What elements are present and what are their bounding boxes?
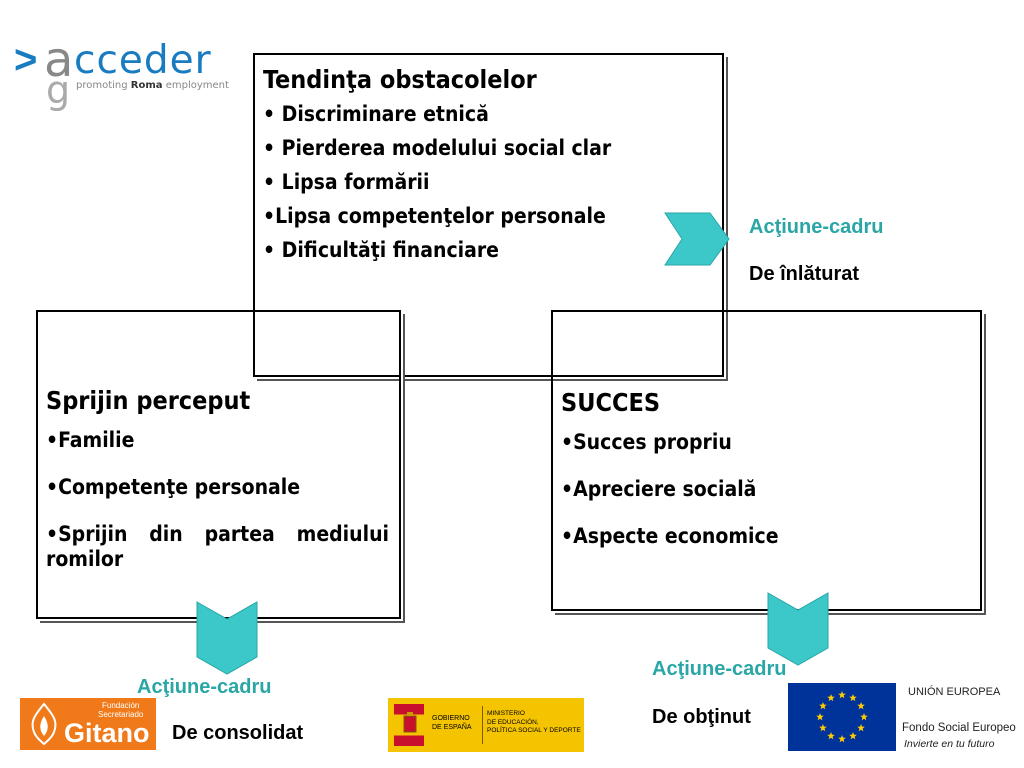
success-title: SUCCES xyxy=(561,388,661,417)
action-bottom-title: Acţiune-cadru xyxy=(652,658,787,680)
eu-star xyxy=(849,732,857,740)
arrow-right-icon xyxy=(664,212,730,266)
min-divider xyxy=(482,706,483,744)
obstacle-item: •Lipsa competenţelor personale xyxy=(263,204,606,228)
tagline-post: employment xyxy=(162,80,229,91)
eu-star xyxy=(827,693,835,702)
arrow-down-right-icon xyxy=(767,592,829,666)
logo-letter-a: a xyxy=(44,32,74,88)
success-box: SUCCES •Succes propriu •Apreciere social… xyxy=(551,310,982,611)
eu-star xyxy=(816,713,824,721)
eu-star xyxy=(838,691,846,699)
gitano-small-2: Secretariado xyxy=(98,710,144,719)
obstacle-item: • Dificultăţi financiare xyxy=(263,238,500,262)
logo-tagline: promoting Roma employment xyxy=(76,80,229,91)
support-item: •Competenţe personale xyxy=(46,475,301,499)
flame-icon xyxy=(31,702,57,746)
logo-chevron: > xyxy=(14,38,38,82)
gitano-name: Gitano xyxy=(64,718,150,748)
coat-of-arms-icon xyxy=(403,712,417,733)
support-title: Sprijin perceput xyxy=(46,386,251,415)
tagline-pre: promoting xyxy=(76,80,131,91)
gob-text: GOBIERNO DE ESPAÑA xyxy=(432,714,472,732)
min-line-3: POLÍTICA SOCIAL Y DEPORTE xyxy=(487,727,581,734)
gob-line-1: GOBIERNO xyxy=(432,715,470,722)
eu-fund: Fondo Social Europeo xyxy=(902,722,1016,734)
arrow-down-left-icon xyxy=(196,601,258,675)
obstacles-box: Tendinţa obstacolelor • Discriminare etn… xyxy=(253,53,724,377)
success-item: •Aspecte economice xyxy=(561,524,779,548)
action-left-sub: De consolidat xyxy=(172,722,304,744)
support-box: Sprijin perceput •Familie •Competenţe pe… xyxy=(36,310,401,619)
eu-star xyxy=(819,724,827,732)
eu-star xyxy=(838,735,846,743)
support-item: •Sprijin din partea mediului romilor xyxy=(46,522,389,571)
acceder-logo: > a cceder g promoting Roma employment xyxy=(14,32,234,120)
eu-slogan: Invierte en tu futuro xyxy=(904,738,995,750)
support-item: •Familie xyxy=(46,428,135,452)
eu-title: UNIÓN EUROPEA xyxy=(908,686,1001,698)
logo-letter-g: g xyxy=(46,68,71,112)
eu-star xyxy=(827,732,835,740)
min-line-1: MINISTERIO xyxy=(487,710,525,717)
obstacle-item: • Pierderea modelului social clar xyxy=(263,136,612,160)
eu-star xyxy=(857,702,865,710)
obstacle-item: • Lipsa formării xyxy=(263,170,430,194)
gitano-logo: Fundación Secretariado Gitano xyxy=(20,698,156,750)
action-left-title: Acţiune-cadru xyxy=(137,676,272,698)
gob-line-2: DE ESPAÑA xyxy=(432,724,472,731)
action-right-title: Acţiune-cadru xyxy=(749,216,884,238)
action-right-sub: De înlăturat xyxy=(749,263,860,285)
eu-star xyxy=(860,713,868,721)
eu-stars-icon xyxy=(816,691,868,743)
min-line-2: DE EDUCACIÓN, xyxy=(487,718,539,726)
obstacles-title: Tendinţa obstacolelor xyxy=(263,65,537,94)
success-item: •Succes propriu xyxy=(561,430,732,454)
tagline-bold: Roma xyxy=(130,80,163,91)
action-bottom-sub: De obţinut xyxy=(652,706,751,728)
eu-star xyxy=(857,724,865,732)
min-text: MINISTERIO DE EDUCACIÓN, POLÍTICA SOCIAL… xyxy=(487,710,581,736)
eu-star xyxy=(819,702,827,710)
eu-flag xyxy=(788,683,896,751)
logo-wordmark: cceder xyxy=(74,38,212,83)
obstacle-item: • Discriminare etnică xyxy=(263,102,489,126)
spain-government-logo: GOBIERNO DE ESPAÑA MINISTERIO DE EDUCACI… xyxy=(388,698,584,752)
gitano-small-1: Fundación xyxy=(102,701,140,710)
success-item: •Apreciere socială xyxy=(561,477,757,501)
eu-star xyxy=(849,693,857,702)
